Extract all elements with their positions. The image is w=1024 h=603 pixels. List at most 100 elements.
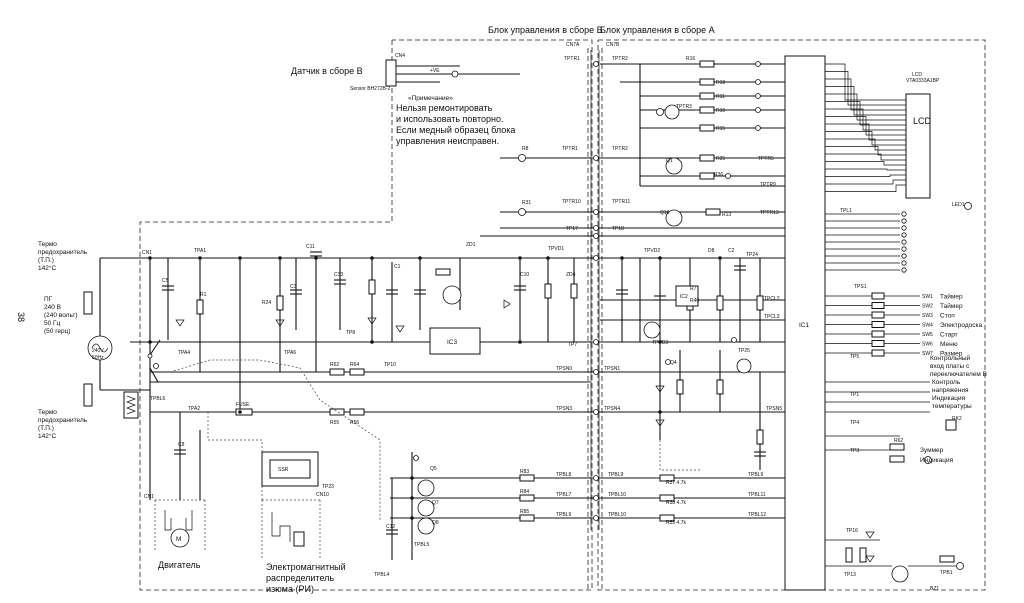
power-input: 240V 50Hz xyxy=(83,257,150,407)
connector-cn7a: CN7A xyxy=(566,42,580,48)
svg-text:Q7: Q7 xyxy=(432,500,439,506)
svg-text:R55: R55 xyxy=(330,420,339,426)
svg-text:R15: R15 xyxy=(716,126,725,132)
svg-text:TPL1: TPL1 xyxy=(840,208,852,214)
motor: M Двигатель xyxy=(154,499,206,570)
svg-text:C8: C8 xyxy=(178,442,185,448)
svg-text:TPTR2: TPTR2 xyxy=(612,56,628,62)
dotted-links xyxy=(169,359,700,520)
button-resistor xyxy=(871,311,885,319)
diodes xyxy=(175,299,875,563)
svg-text:(240 вольт): (240 вольт) xyxy=(44,312,77,319)
svg-text:Контрольный: Контрольный xyxy=(930,354,970,362)
svg-text:Индикация: Индикация xyxy=(920,457,954,464)
button-label: Электродоска xyxy=(940,322,982,329)
svg-text:TP23: TP23 xyxy=(322,484,334,490)
svg-text:TP1: TP1 xyxy=(850,392,859,398)
svg-text:TP17: TP17 xyxy=(566,226,578,232)
svg-text:R56: R56 xyxy=(350,420,359,426)
svg-text:распределитель: распределитель xyxy=(266,573,334,583)
svg-text:(50 герц): (50 герц) xyxy=(44,328,71,335)
led-segment-point xyxy=(901,232,907,238)
svg-text:R38 4.7k: R38 4.7k xyxy=(666,500,687,506)
svg-text:SSR: SSR xyxy=(278,467,289,473)
svg-text:Q8: Q8 xyxy=(432,520,439,526)
svg-text:R84: R84 xyxy=(520,489,529,495)
svg-text:R36: R36 xyxy=(714,172,723,178)
svg-text:Q4: Q4 xyxy=(670,360,677,366)
svg-text:Индикация: Индикация xyxy=(932,395,966,402)
svg-text:VTA0333A1BP: VTA0333A1BP xyxy=(906,78,940,84)
svg-text:напряжения: напряжения xyxy=(932,387,969,394)
buttons-title: Контрольный вход платы с переключателем … xyxy=(930,354,987,378)
led-segment-point xyxy=(901,260,907,266)
svg-text:TPSN0: TPSN0 xyxy=(556,366,572,372)
svg-text:TPBL9: TPBL9 xyxy=(748,472,764,478)
motor-label: Двигатель xyxy=(158,560,201,570)
heater-coil xyxy=(123,391,139,419)
svg-text:CN1: CN1 xyxy=(144,494,154,500)
svg-text:R37 4.7k: R37 4.7k xyxy=(666,480,687,486)
svg-text:Термо: Термо xyxy=(38,241,57,248)
svg-text:CN1: CN1 xyxy=(142,250,152,256)
svg-text:переключателем В: переключателем В xyxy=(930,371,987,378)
svg-text:R31: R31 xyxy=(522,200,531,206)
svg-text:C1: C1 xyxy=(394,264,401,270)
svg-text:R7: R7 xyxy=(690,286,697,292)
svg-text:TPBL11: TPBL11 xyxy=(748,492,766,498)
lcd-line xyxy=(825,71,906,106)
bottom-right-circuit xyxy=(825,539,956,567)
svg-text:50 Гц: 50 Гц xyxy=(44,320,61,327)
svg-text:TPSN3: TPSN3 xyxy=(556,406,572,412)
svg-text:TPS1: TPS1 xyxy=(854,284,867,290)
svg-text:TP18: TP18 xyxy=(612,226,624,232)
lcd-line xyxy=(825,168,906,171)
button-switch-id: SW3 xyxy=(922,313,933,319)
svg-text:R18: R18 xyxy=(716,80,725,86)
svg-text:температуры: температуры xyxy=(932,403,972,410)
svg-text:TPVD2: TPVD2 xyxy=(644,248,660,254)
svg-text:изюма (РИ): изюма (РИ) xyxy=(266,584,314,594)
vertical-wiring-right xyxy=(621,64,761,470)
inter-block-connector xyxy=(590,50,600,530)
left-labels: Термо предохранитель (Т.П.) 142°C ПГ 240… xyxy=(38,241,88,440)
svg-text:TP24: TP24 xyxy=(746,252,758,258)
svg-text:R55 4.7k: R55 4.7k xyxy=(666,520,687,526)
svg-text:R16: R16 xyxy=(686,56,695,62)
svg-text:TPBL9: TPBL9 xyxy=(608,472,624,478)
svg-text:Контроль: Контроль xyxy=(932,379,961,386)
svg-text:TPTR3: TPTR3 xyxy=(676,104,692,110)
svg-text:R1: R1 xyxy=(200,292,207,298)
svg-text:TPBL8: TPBL8 xyxy=(556,472,572,478)
svg-text:TPA6: TPA6 xyxy=(284,350,296,356)
note-line-1: Нельзя ремонтировать xyxy=(396,103,493,113)
svg-text:Зуммер: Зуммер xyxy=(920,447,944,454)
lcd-line xyxy=(825,78,906,111)
lcd-line xyxy=(825,161,906,166)
svg-text:ZD4: ZD4 xyxy=(566,272,576,278)
svg-text:LCD: LCD xyxy=(912,72,922,78)
svg-text:C2: C2 xyxy=(728,248,735,254)
lcd-line xyxy=(825,131,906,146)
lcd-line xyxy=(825,146,906,156)
button-switch-id: SW7 xyxy=(922,351,933,357)
lcd-line xyxy=(825,101,906,126)
lcd-line xyxy=(825,179,906,185)
lcd-line xyxy=(825,116,906,136)
led-segment-point xyxy=(901,246,907,252)
lcd-line xyxy=(825,123,906,141)
svg-text:TPSN1: TPSN1 xyxy=(604,366,620,372)
svg-text:C12: C12 xyxy=(386,524,395,530)
svg-text:TPCL3: TPCL3 xyxy=(764,314,780,320)
svg-text:TPSN4: TPSN4 xyxy=(604,406,620,412)
lcd-line xyxy=(825,174,906,177)
button-label: Старт xyxy=(940,332,958,339)
svg-text:TPBL9: TPBL9 xyxy=(556,512,572,518)
svg-text:TP4: TP4 xyxy=(850,420,859,426)
svg-text:TPTR2: TPTR2 xyxy=(612,146,628,152)
svg-text:TPBL4: TPBL4 xyxy=(374,572,390,578)
button-switch-id: SW6 xyxy=(922,342,933,348)
passive-components xyxy=(162,60,766,535)
svg-text:TPSN5: TPSN5 xyxy=(766,406,782,412)
